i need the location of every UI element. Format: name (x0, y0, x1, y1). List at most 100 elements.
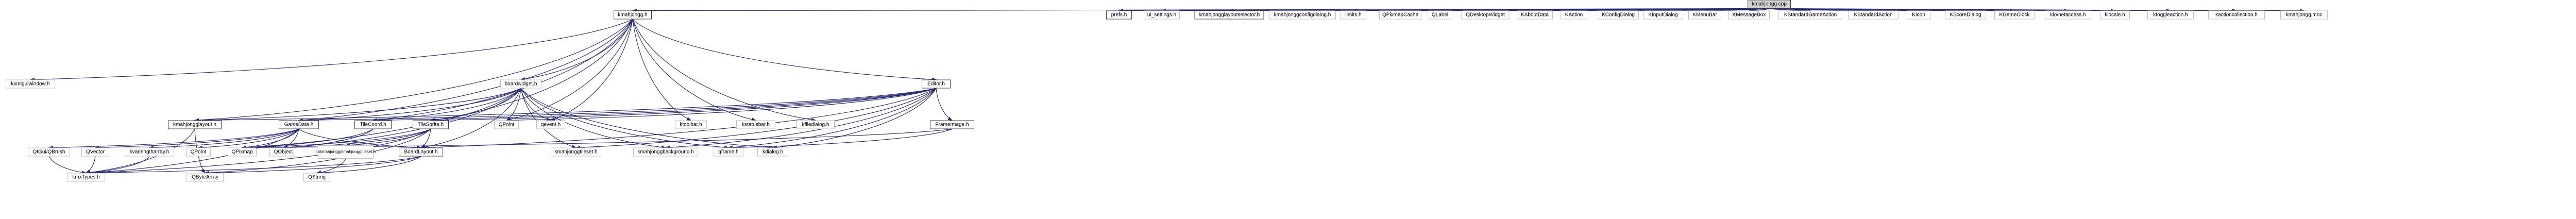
edge-boardlayout_h-to-qstring (316, 156, 421, 175)
graph-node-kaction[interactable]: KAction (1561, 10, 1587, 20)
edge-gamedata_h-to-qpixmap (242, 129, 299, 149)
edge-boardwidget_h-to-tilecoord_h (372, 88, 521, 122)
edge-kmahjongg_h-to-kfiledialog_h (632, 19, 816, 122)
edge-kmahjongg_h-to-qpoint (506, 19, 633, 122)
graph-node-boardlayout_h[interactable]: BoardLayout.h (399, 147, 443, 157)
graph-node-prefs_h[interactable]: prefs.h (1106, 10, 1132, 20)
edge-kmahjongg_h-to-qevent_h (550, 19, 633, 121)
graph-node-kactioncollection_h[interactable]: kactioncollection.h (2208, 10, 2265, 20)
graph-node-qevent_h[interactable]: qevent.h (536, 120, 565, 129)
graph-node-gamedata_h[interactable]: GameData.h (279, 120, 319, 129)
edge-gamedata_h-to-qguiqbrush (48, 128, 299, 149)
edge-kmahjongg_h-to-kmahjongglayout_h (194, 19, 633, 122)
graph-node-qpixmapcache[interactable]: QPixmapCache (1379, 10, 1421, 20)
graph-node-kdialog_h[interactable]: kdialog.h (757, 147, 788, 157)
graph-node-qvector[interactable]: QVector (81, 147, 109, 157)
edge-boardwidget_h-to-qframe_h (520, 88, 729, 149)
graph-node-libkmahjongg_kmahjonggtileset_h[interactable]: libkmahjongg/kmahjonggtileset.h (316, 145, 376, 159)
edge-boardwidget_h-to-kmahjonggtileset_h (520, 88, 577, 148)
edge-qguiqbrush-to-kmxtypes_h (48, 156, 87, 175)
edge-editor_h-to-boardlayout_h (420, 88, 937, 149)
graph-node-kmahjonggbackground_h[interactable]: kmahjonggbackground.h (633, 147, 698, 157)
graph-node-kscoredialog[interactable]: KScoreDialog (1945, 10, 1986, 20)
edge-kmahjongg_h-to-tilecoord_h (372, 19, 633, 122)
graph-node-frameimage_h[interactable]: FrameImage.h (930, 120, 974, 129)
edge-kmahjongg_h-to-boardwidget_h (520, 19, 633, 81)
graph-node-kstandardgameaction[interactable]: KStandardGameAction (1778, 10, 1842, 20)
edge-tilesprite_h-to-boardlayout_h (420, 129, 431, 148)
graph-node-qpoint[interactable]: QPoint (494, 120, 519, 129)
graph-node-kvarlengtharray_h[interactable]: kvarlengtharray.h (125, 147, 174, 157)
graph-node-tilecoord_h[interactable]: TileCoord.h (354, 120, 392, 129)
graph-node-klocale_h[interactable]: klocale.h (2100, 10, 2130, 20)
graph-node-qlabel[interactable]: QLabel (1428, 10, 1452, 20)
edge-editor_h-to-tilecoord_h (372, 88, 937, 122)
edge-gamedata_h-to-qpoint2 (198, 129, 299, 149)
edge-boardlayout_h-to-kmxtypes_h (86, 156, 421, 175)
edge-frameimage_h-to-qframe_h (728, 128, 953, 149)
edge-kmahjongg_h-to-kstatusbar_h (632, 19, 756, 122)
edge-kmahjongg_h-to-tilesprite_h (430, 19, 633, 122)
graph-node-qobject[interactable]: QObject (269, 147, 297, 157)
graph-node-ui_settings_h[interactable]: ui_settings.h (1144, 10, 1180, 20)
graph-node-kmahjongglayoutselector_h[interactable]: kmahjongglayoutselector.h (1194, 10, 1264, 20)
graph-node-kstatusbar_h[interactable]: kstatusbar.h (736, 120, 775, 129)
graph-node-kconfigdialog[interactable]: KConfigDialog (1598, 10, 1639, 20)
edge-gamedata_h-to-kvarlengtharray_h (149, 129, 299, 149)
edge-boardwidget_h-to-gamedata_h (298, 88, 521, 122)
edge-editor_h-to-qpoint (506, 88, 937, 122)
graph-node-qpoint2[interactable]: QPoint (186, 147, 211, 157)
graph-node-qstring[interactable]: QString (303, 173, 330, 182)
edge-boardwidget_h-to-qobject (283, 88, 521, 149)
graph-node-ktoggleaction_h[interactable]: ktoggleaction.h (2147, 10, 2194, 20)
edge-boardwidget_h-to-kmahjongglayout_h (194, 88, 521, 122)
graph-node-kmenubar[interactable]: KMenuBar (1688, 10, 1721, 20)
edge-editor_h-to-tilesprite_h (430, 88, 937, 122)
graph-node-kaboutdata[interactable]: KAboutData (1517, 10, 1553, 20)
graph-node-limits_h[interactable]: limits.h (1341, 10, 1366, 20)
graph-node-qpixmap[interactable]: QPixmap (228, 147, 257, 157)
edge-boardwidget_h-to-qpoint (506, 88, 521, 121)
graph-node-kgameclock[interactable]: KGameClock (1994, 10, 2035, 20)
edge-kmahjongg_h-to-gamedata_h (298, 19, 633, 122)
graph-node-kmahjongg_moc[interactable]: kmahjongg.moc (2280, 10, 2328, 20)
graph-node-tilesprite_h[interactable]: TileSprite.h (413, 120, 449, 129)
graph-node-kio_netaccess_h[interactable]: kio/netaccess.h (2045, 10, 2091, 20)
graph-node-kfiledialog_h[interactable]: kfiledialog.h (796, 120, 835, 129)
edge-boardwidget_h-to-kmahjonggbackground_h (520, 88, 666, 149)
edge-editor_h-to-frameimage_h (936, 88, 953, 121)
graph-node-kstandardaction[interactable]: KStandardAction (1848, 10, 1899, 20)
graph-node-kmxtypes_h[interactable]: kmxTypes.h (67, 173, 105, 182)
edge-editor_h-to-kdialog_h (772, 88, 937, 149)
graph-node-kxmlguiwindow_h[interactable]: kxmlguiwindow.h (6, 79, 55, 89)
graph-node-ktoolbar_h[interactable]: ktoolbar.h (675, 120, 707, 129)
edge-qvector-to-kmxtypes_h (86, 156, 96, 173)
edge-boardlayout_h-to-qbytearray (205, 156, 421, 175)
graph-node-kmahjongg_h[interactable]: kmahjongg.h (614, 10, 652, 20)
graph-node-kmessagebox[interactable]: KMessageBox (1728, 10, 1770, 20)
graph-node-kinputdialog[interactable]: KInputDialog (1643, 10, 1683, 20)
graph-node-qbytearray[interactable]: QByteArray (187, 173, 224, 182)
edge-boardwidget_h-to-kdialog_h (520, 88, 773, 149)
graph-node-kmahjonggconfigdialog_h[interactable]: kmahjonggconfigdialog.h (1269, 10, 1336, 20)
graph-node-qguiqbrush[interactable]: QtGui/QBrush (28, 147, 70, 157)
edge-kmahjongg_h-to-kxmlguiwindow_h (30, 19, 633, 81)
graph-node-boardwidget_h[interactable]: boardwidget.h (500, 79, 541, 89)
edge-kmahjongg_h-to-ktoolbar_h (632, 19, 691, 121)
edge-libkmahjongg_kmahjonggtileset_h-to-qstring (316, 158, 346, 174)
graph-node-qframe_h[interactable]: qframe.h (714, 147, 743, 157)
graph-node-kmahjonggtileset_h[interactable]: kmahjonggtileset.h (551, 147, 601, 157)
edge-boardwidget_h-to-boardlayout_h (420, 88, 521, 149)
graph-node-kmahjongglayout_h[interactable]: kmahjongglayout.h (168, 120, 222, 129)
edge-editor_h-to-gamedata_h (298, 88, 937, 122)
edge-kmahjongg_h-to-editor_h (632, 19, 937, 81)
graph-node-kmahjongg_cpp[interactable]: kmahjongg.cpp (1748, 0, 1791, 9)
edge-boardwidget_h-to-tilesprite_h (430, 88, 521, 122)
edge-boardwidget_h-to-qevent_h (520, 88, 551, 121)
graph-node-kicon[interactable]: KIcon (1907, 10, 1930, 20)
graph-node-editor_h[interactable]: Editor.h (922, 79, 951, 89)
edge-editor_h-to-kmahjongglayout_h (194, 88, 937, 122)
graph-node-qdesktopwidget[interactable]: QDesktopWidget (1461, 10, 1510, 20)
